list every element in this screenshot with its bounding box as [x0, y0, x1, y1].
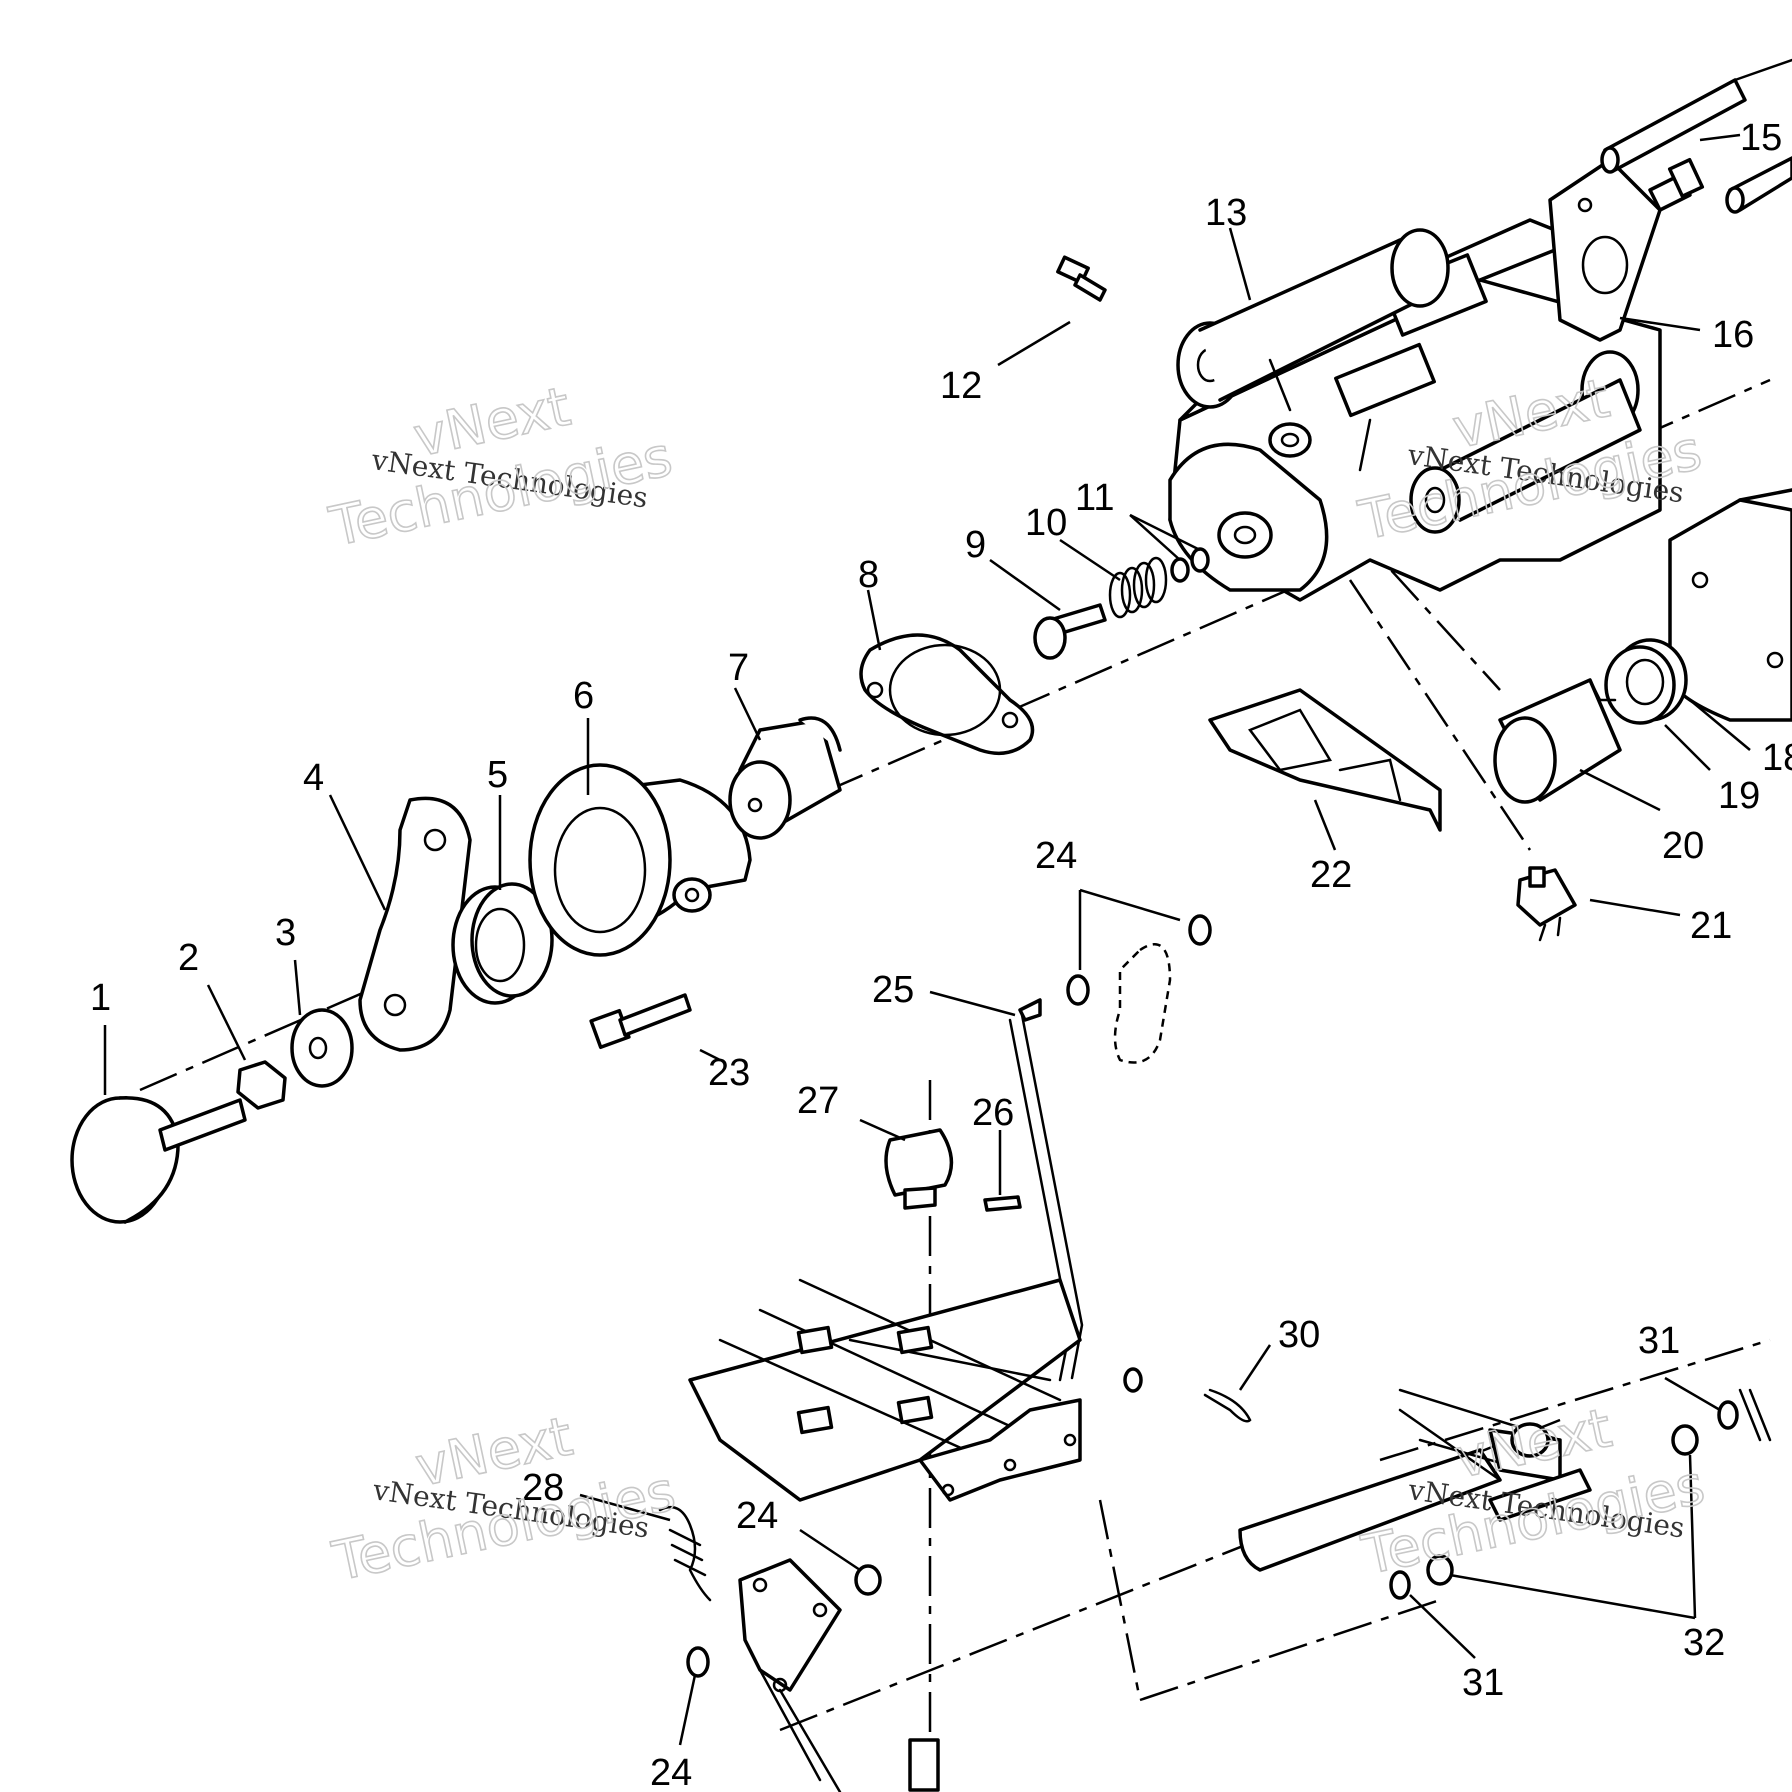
- callout-5: 5: [487, 754, 508, 796]
- washer-31: [1389, 1400, 1739, 1600]
- cable-rods: [1600, 58, 1792, 214]
- footrest-plate: [688, 1278, 1082, 1502]
- callout-6: 6: [573, 675, 594, 717]
- screw: [589, 993, 692, 1050]
- callout-21: 21: [1690, 905, 1732, 947]
- pin-26: [983, 1195, 1022, 1212]
- spool: [728, 716, 842, 840]
- callout-2: 2: [178, 937, 199, 979]
- callout-11: 11: [1075, 477, 1114, 519]
- cotter-pin: [1203, 1388, 1252, 1423]
- callout-10: 10: [1025, 502, 1067, 544]
- pin: [1033, 603, 1107, 660]
- callout-9: 9: [965, 524, 986, 566]
- leader-lines: [103, 133, 1751, 1746]
- right-pedal: [1238, 1388, 1772, 1572]
- pedal-arm: [738, 1558, 940, 1792]
- callout-12: 12: [940, 365, 982, 407]
- callout-labels: 1 2 3 4 5 6 7 8 9 10 11 12 13 15 16 18 1…: [90, 117, 1792, 1792]
- bushing: [1604, 638, 1688, 725]
- callout-28: 28: [522, 1467, 564, 1509]
- spring: [1108, 556, 1168, 619]
- callout-16: 16: [1712, 314, 1754, 356]
- callout-31-bottom: 31: [1462, 1662, 1504, 1704]
- callout-32: 32: [1683, 1622, 1725, 1664]
- callout-19: 19: [1718, 775, 1760, 817]
- bushing-32: [1426, 1424, 1699, 1586]
- return-spring: [658, 1505, 712, 1602]
- flange-plate: [1548, 158, 1662, 342]
- washer: [290, 1008, 354, 1088]
- callout-13: 13: [1205, 192, 1247, 234]
- callout-7: 7: [728, 647, 749, 689]
- plunger: [1493, 678, 1622, 804]
- link-outline: [1113, 943, 1172, 1064]
- callout-20: 20: [1662, 825, 1704, 867]
- callout-27: 27: [797, 1080, 839, 1122]
- callout-3: 3: [275, 912, 296, 954]
- callout-1: 1: [90, 977, 111, 1019]
- bolt-12: [1056, 255, 1107, 302]
- knob: [70, 1096, 247, 1224]
- callout-26: 26: [972, 1092, 1014, 1134]
- callout-25: 25: [872, 969, 914, 1011]
- callout-24-mid: 24: [736, 1495, 778, 1537]
- lever-arm: [358, 796, 472, 1052]
- pump-housing: [1168, 218, 1662, 602]
- cylinder-body: [528, 763, 752, 957]
- callout-4: 4: [303, 757, 324, 799]
- seal-ring: [451, 882, 554, 1005]
- side-plate: [1668, 488, 1792, 722]
- callout-8: 8: [858, 554, 879, 596]
- bolt-15: [1648, 158, 1705, 212]
- brake-switch: [1516, 866, 1577, 942]
- washer-24: [686, 914, 1212, 1678]
- callout-18: 18: [1762, 737, 1792, 779]
- o-rings: [1170, 547, 1210, 583]
- callout-30: 30: [1278, 1314, 1320, 1356]
- callout-31-top: 31: [1638, 1320, 1680, 1362]
- gasket: [859, 633, 1035, 756]
- callout-15: 15: [1740, 117, 1782, 159]
- ratchet-knob: [884, 1128, 954, 1210]
- callout-24-bottom: 24: [650, 1752, 692, 1792]
- nut: [236, 1060, 287, 1110]
- callout-24-top: 24: [1035, 835, 1077, 877]
- callout-23: 23: [708, 1052, 750, 1094]
- bracket: [1208, 688, 1442, 832]
- callout-22: 22: [1310, 854, 1352, 896]
